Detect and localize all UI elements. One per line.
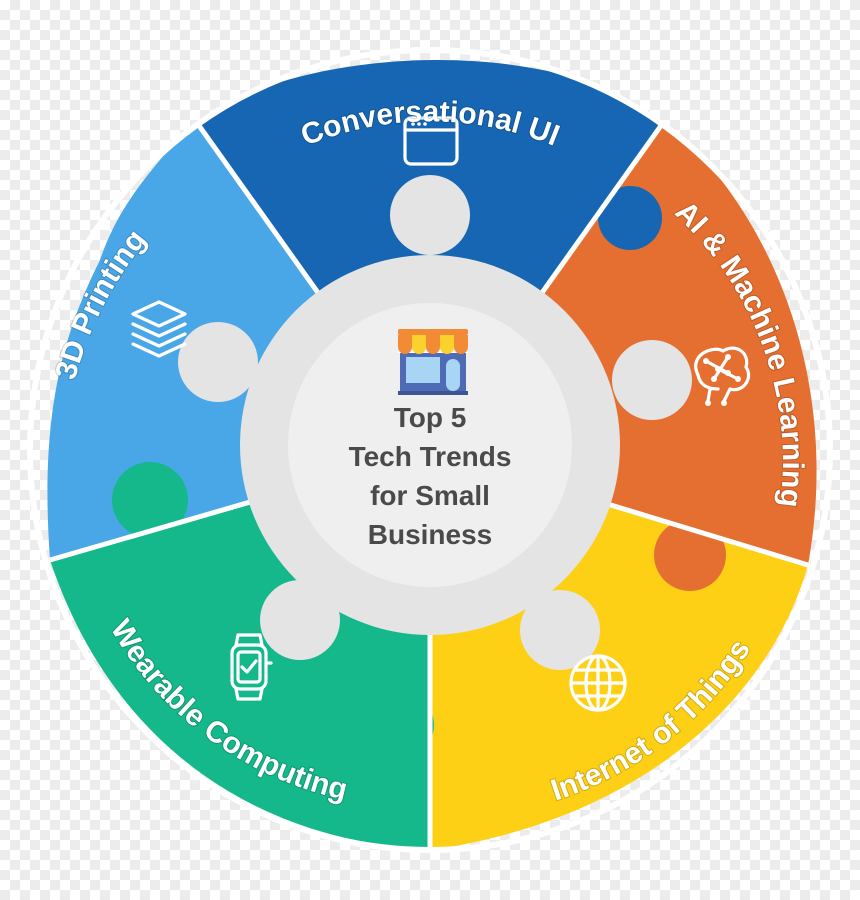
globe-icon xyxy=(569,654,627,712)
center-line-4: Business xyxy=(368,519,493,550)
hub-knob xyxy=(520,590,600,670)
neural-brain-icon xyxy=(694,346,751,406)
hub-knob xyxy=(612,340,692,420)
knob-wearable-into-iot xyxy=(366,691,434,759)
center-line-2: Tech Trends xyxy=(349,441,512,472)
center-line-1: Top 5 xyxy=(394,402,467,433)
hub-knob xyxy=(260,580,340,660)
layers-stack-icon xyxy=(131,300,187,358)
knob-conversational-into-3d xyxy=(258,156,326,224)
storefront-icon xyxy=(398,329,468,395)
center-line-3: for Small xyxy=(370,480,490,511)
hub-knob xyxy=(390,175,470,255)
hub-inner xyxy=(288,303,572,587)
center-hub xyxy=(178,175,692,670)
outer-ring xyxy=(27,47,833,853)
center-title: Top 5 Tech Trends for Small Business xyxy=(349,402,512,550)
hub-knob xyxy=(178,322,258,402)
browser-window-icon xyxy=(403,116,459,166)
knob-conversational-into-ai xyxy=(598,186,662,250)
smartwatch-icon xyxy=(230,633,273,701)
knob-wearable-into-3d xyxy=(112,462,188,538)
